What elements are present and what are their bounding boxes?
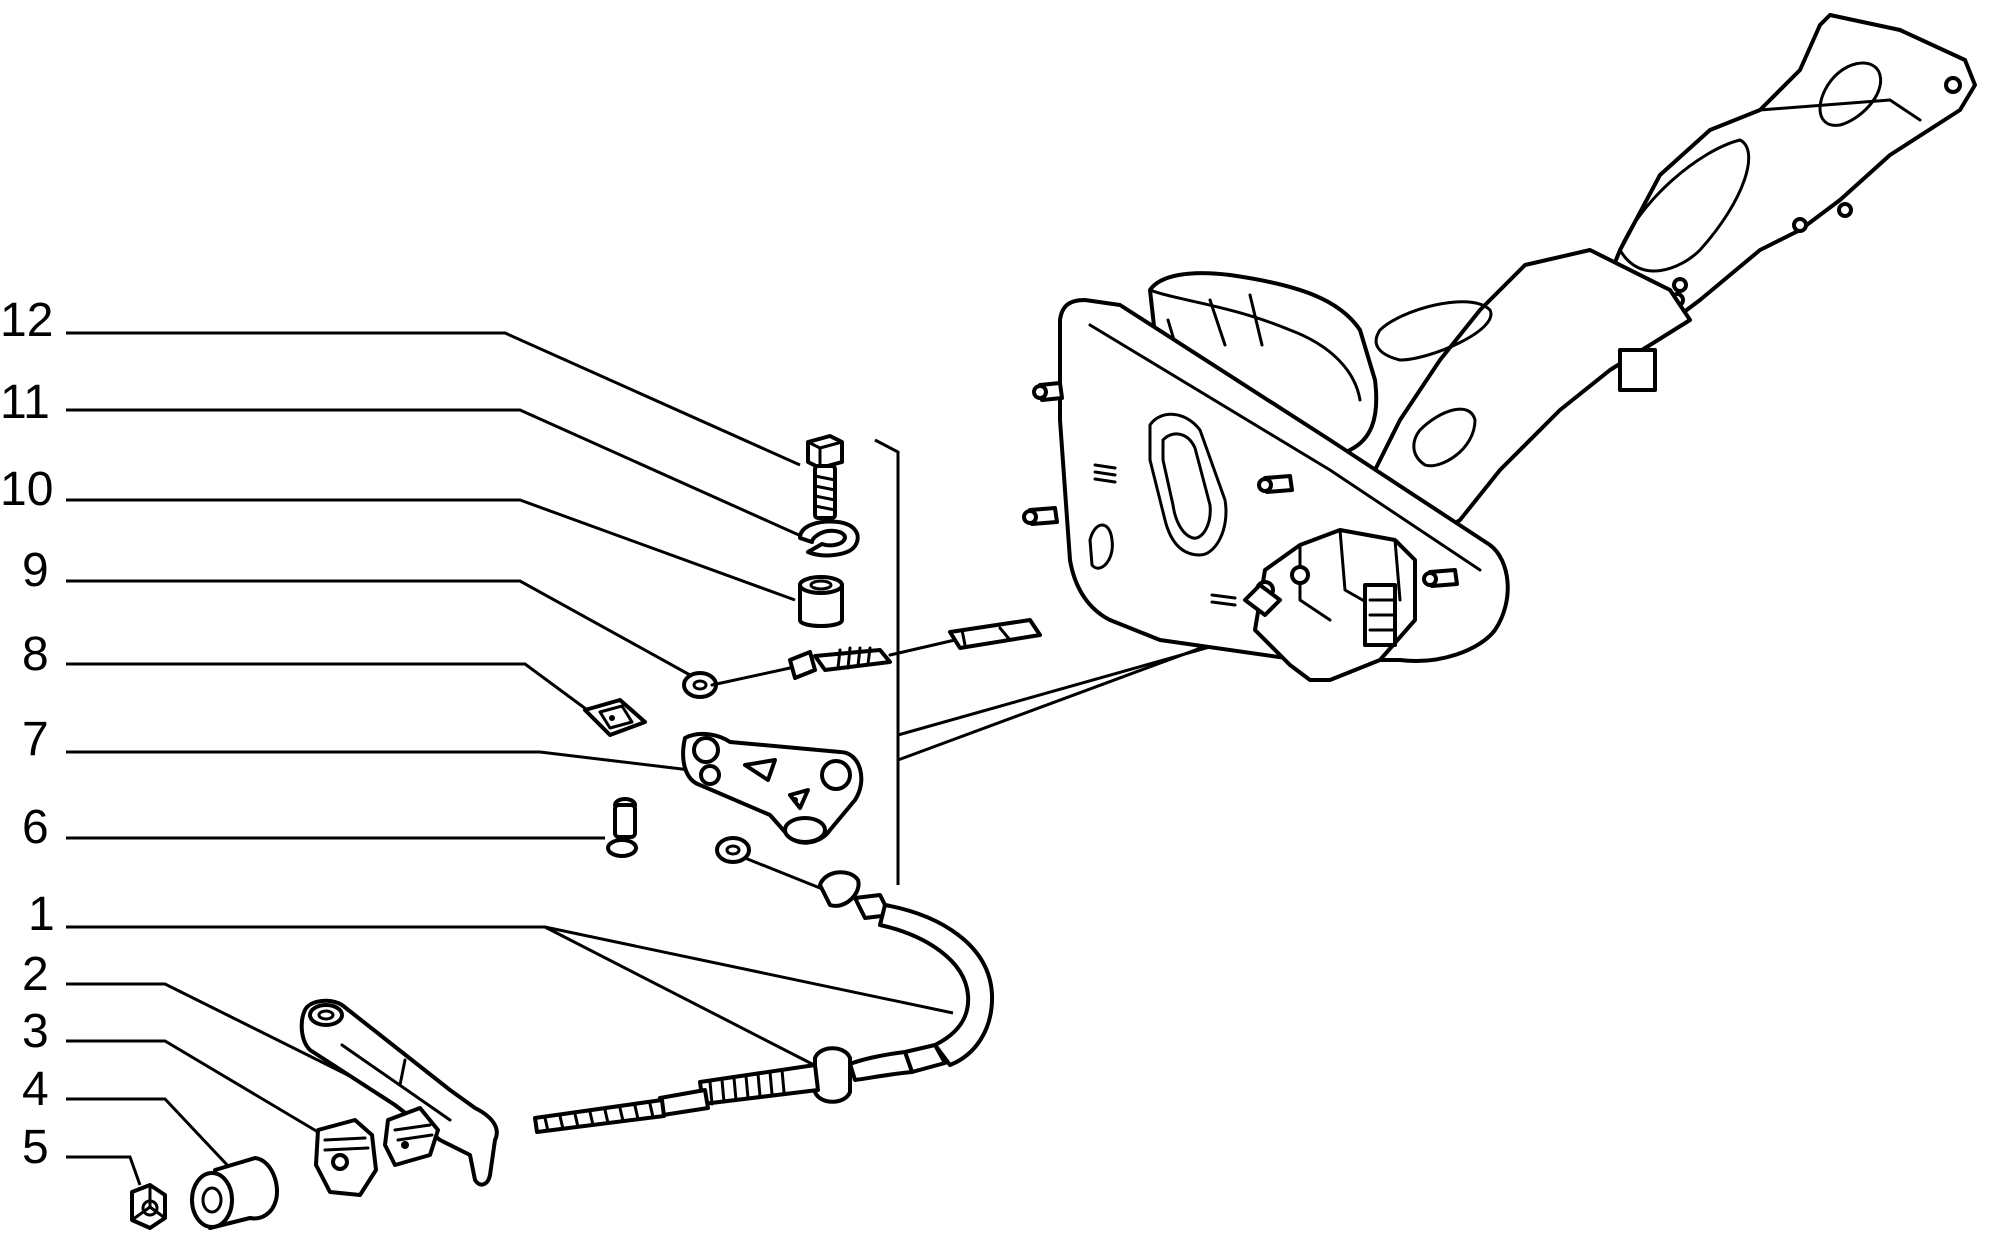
leader-8 — [66, 662, 591, 714]
part-12-bolt — [806, 434, 844, 520]
part-5-nut — [130, 1183, 167, 1230]
part-10-spacer — [798, 575, 844, 628]
leader-12 — [66, 331, 801, 467]
part-8-clip-nut — [583, 698, 647, 737]
part-9-cable-link — [682, 618, 1042, 699]
part-1-clutch-cable — [533, 836, 995, 1134]
leader-4 — [66, 1097, 232, 1170]
callout-11: 11 — [0, 376, 50, 429]
leader-7 — [66, 750, 691, 772]
leader-3 — [66, 1039, 319, 1134]
callout-1: 1 — [28, 888, 55, 941]
callout-12: 12 — [0, 294, 53, 347]
leader-lines — [66, 331, 954, 1186]
leader-10 — [66, 498, 796, 602]
part-7-lever-plate — [681, 731, 864, 845]
part-4-bushing — [190, 1156, 279, 1230]
callout-7: 7 — [22, 713, 49, 766]
callout-3: 3 — [22, 1005, 49, 1058]
callout-10: 10 — [0, 463, 53, 516]
callout-2: 2 — [22, 948, 49, 1001]
callout-labels: 12 11 10 9 8 7 6 1 2 3 4 5 — [0, 294, 55, 1174]
leader-5 — [66, 1155, 142, 1186]
part-2-release-lever — [299, 998, 499, 1187]
part-11-washer — [798, 519, 860, 558]
leader-1b — [544, 925, 821, 1070]
leader-11 — [66, 408, 811, 542]
callout-4: 4 — [22, 1063, 49, 1116]
callout-8: 8 — [22, 628, 49, 681]
callout-6: 6 — [22, 801, 49, 854]
pedal-box-assembly — [1022, 13, 1977, 682]
callout-9: 9 — [22, 544, 49, 597]
leader-2 — [66, 982, 399, 1102]
part-6-pin-bolt — [606, 797, 638, 858]
leader-9 — [66, 579, 691, 677]
part-3-bracket-plate — [314, 1118, 378, 1197]
callout-5: 5 — [22, 1121, 49, 1174]
